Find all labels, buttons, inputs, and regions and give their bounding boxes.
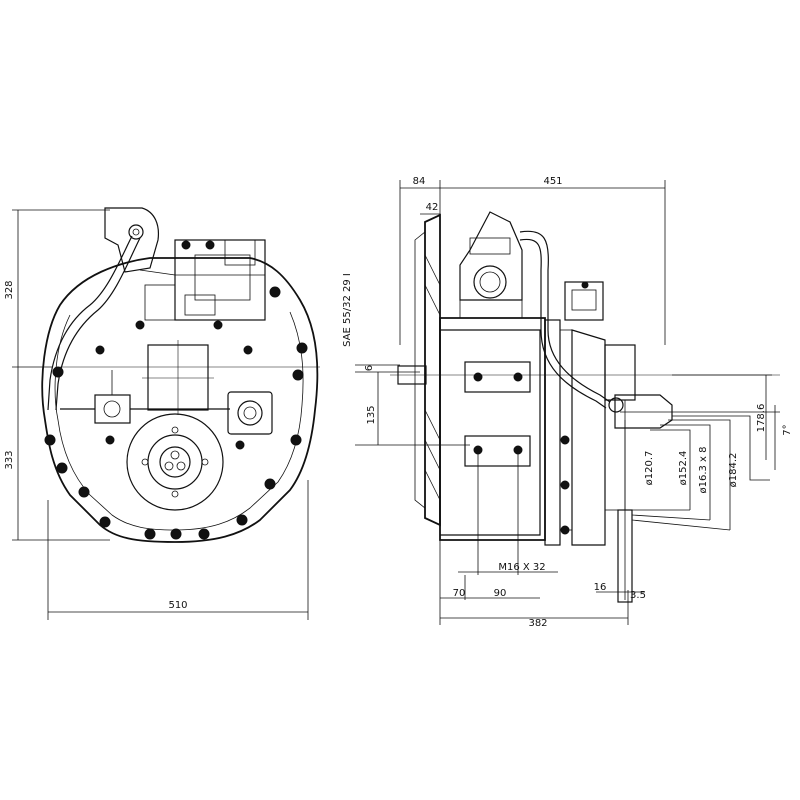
side-bottom-dimension-lines <box>439 540 645 625</box>
top-cooler <box>459 211 523 301</box>
side-view: 84 451 42 SAE 55/32 29 I 6 135 <box>342 176 793 629</box>
dim-angle: 7° <box>782 424 793 435</box>
dim-dia-2: ø152.4 <box>678 451 689 486</box>
dim-flange-thickness: 42 <box>426 202 439 213</box>
front-dim-width: 510 <box>168 600 187 611</box>
front-dim-height-top: 328 <box>4 280 15 299</box>
dim-body-length: 382 <box>528 618 547 629</box>
dim-spacing-90: 90 <box>494 588 507 599</box>
dim-dia-4: ø184.2 <box>728 453 739 488</box>
dim-dia-1: ø120.7 <box>644 451 655 486</box>
output-flange <box>126 413 224 511</box>
dim-input-height: 135 <box>366 405 377 424</box>
front-dim-height-bottom: 333 <box>4 450 15 469</box>
front-dimension-lines <box>12 209 309 620</box>
front-view: 328 333 510 <box>4 207 320 620</box>
oil-pipe <box>47 235 133 411</box>
dim-output-offset: 178.6 <box>756 404 767 433</box>
dim-small-6: 6 <box>364 365 375 371</box>
diameter-leaders <box>620 374 780 531</box>
gearbox-body <box>439 317 546 541</box>
mounting-pad-lower <box>464 435 531 467</box>
right-sensor <box>227 391 273 435</box>
input-flange <box>424 213 441 527</box>
dim-flange-16: 16 <box>594 582 607 593</box>
top-bracket <box>104 207 160 273</box>
dim-spacing-70: 70 <box>453 588 466 599</box>
mounting-pad-upper <box>464 361 531 393</box>
front-bolts <box>44 240 308 540</box>
dim-spline: SAE 55/32 29 I <box>342 273 353 347</box>
dim-dia-3: ø16.3 x 8 <box>698 446 709 493</box>
bracket-fitting <box>128 224 144 240</box>
dim-flange-35: 3.5 <box>630 590 646 601</box>
side-top-dimension-lines <box>399 180 666 345</box>
valve-block <box>174 239 266 321</box>
rear-housing <box>571 329 606 546</box>
dim-overall-length: 451 <box>543 176 562 187</box>
dim-flange-width: 84 <box>413 176 426 187</box>
front-housing-outline <box>41 257 319 543</box>
side-oil-pipe <box>519 230 611 403</box>
left-valve <box>94 394 131 424</box>
side-left-dimension-lines <box>355 364 470 446</box>
dim-thread: M16 X 32 <box>498 562 545 573</box>
